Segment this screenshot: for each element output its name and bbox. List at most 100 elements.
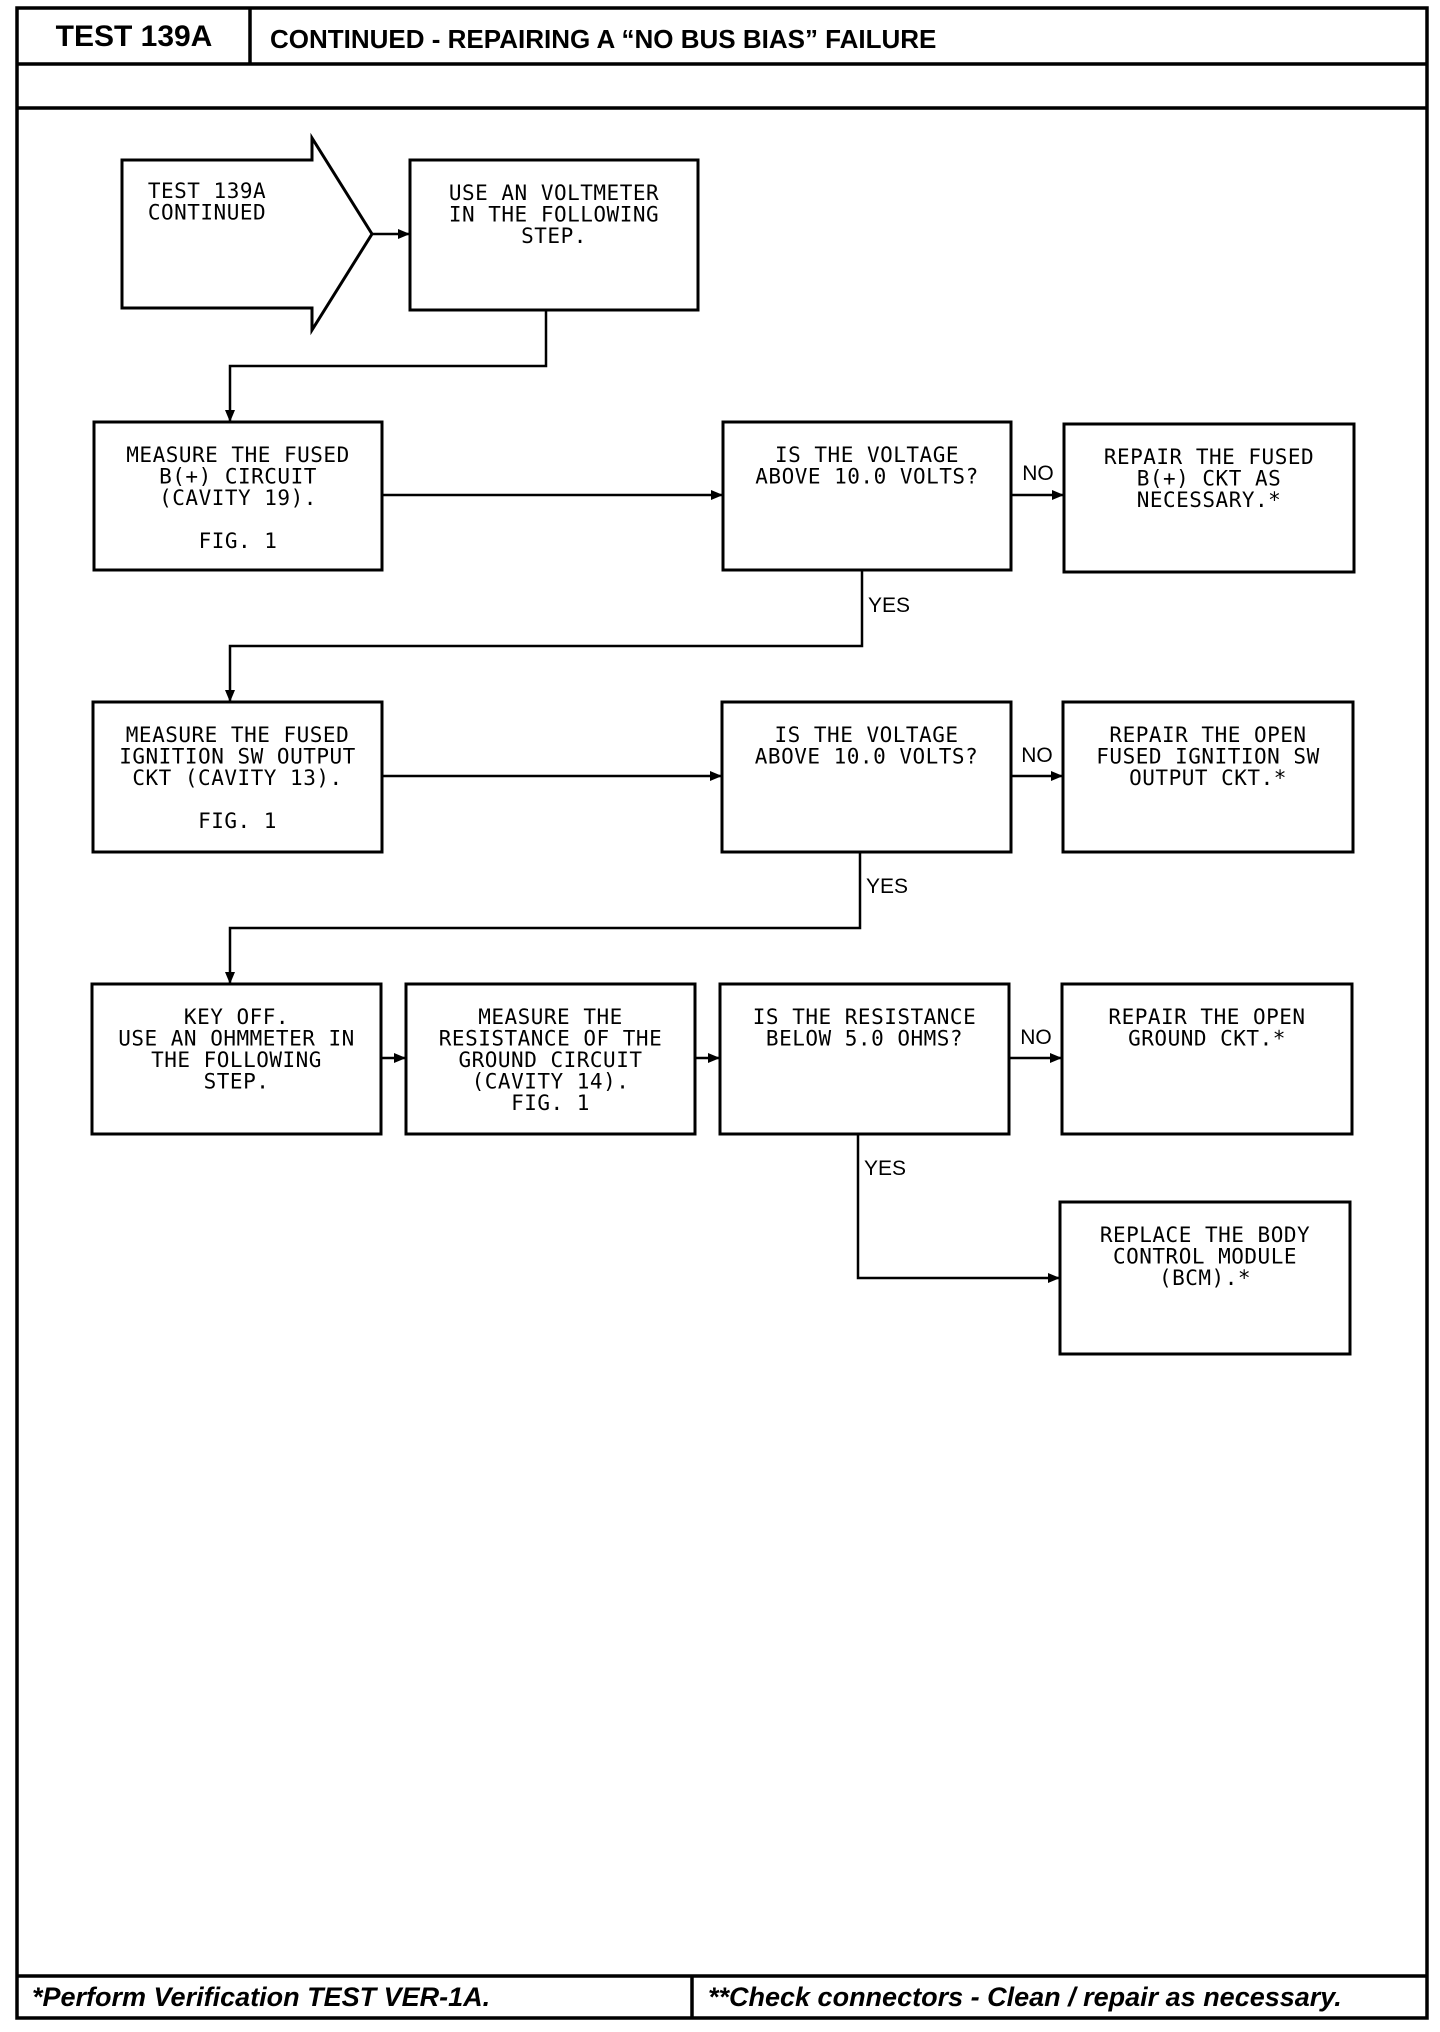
node-text-line: FIG. 1 <box>198 809 277 833</box>
node-box <box>721 420 1013 572</box>
node-box <box>404 982 697 1136</box>
node-text-line: STEP. <box>204 1070 270 1094</box>
edge-q1-to-repair_b: NO <box>1011 462 1064 500</box>
edge-start-to-voltmeter <box>372 229 410 239</box>
edge-label-yes: YES <box>866 875 908 898</box>
edge-line <box>228 310 548 422</box>
node-box <box>91 700 384 854</box>
node-text-line: (CAVITY 14). <box>472 1070 630 1094</box>
node-text-line: OUTPUT CKT.* <box>1129 766 1287 790</box>
node-text-line: TEST 139A <box>148 179 266 203</box>
edge-measure_ign-to-q2 <box>382 771 722 781</box>
edge-line <box>228 852 862 984</box>
edge-line <box>228 570 864 702</box>
node-box <box>1058 1200 1352 1356</box>
node-text-line: REPAIR THE OPEN <box>1108 1005 1305 1029</box>
node-box <box>1061 700 1355 854</box>
node-box <box>718 982 1011 1136</box>
arrowhead-icon <box>1048 1273 1060 1283</box>
node-text-line: B(+) CIRCUIT <box>159 465 317 489</box>
node-text-line: GROUND CKT.* <box>1128 1027 1286 1051</box>
node-text-line: B(+) CKT AS <box>1137 467 1282 491</box>
node-text-line: FIG. 1 <box>199 529 278 553</box>
node-text-line: ABOVE 10.0 VOLTS? <box>755 465 978 489</box>
node-text-line: ABOVE 10.0 VOLTS? <box>755 745 978 769</box>
edge-q3-to-repair_gnd: NO <box>1009 1026 1062 1063</box>
node-box <box>408 158 700 312</box>
arrowhead-icon <box>1051 771 1063 781</box>
arrowhead-icon <box>711 490 723 500</box>
node-text-line: REPAIR THE OPEN <box>1109 723 1306 747</box>
edge-voltmeter-to-measure_b <box>225 310 548 422</box>
node-text-line: REPLACE THE BODY <box>1100 1223 1310 1247</box>
test-id: TEST 139A <box>56 20 213 53</box>
node-text-line: IS THE VOLTAGE <box>775 443 959 467</box>
node-text-line: USE AN VOLTMETER <box>449 181 659 205</box>
node-box <box>92 420 384 572</box>
footer-right-note: **Check connectors - Clean / repair as n… <box>708 1982 1342 2012</box>
node-text-line: RESISTANCE OF THE <box>439 1027 662 1051</box>
edge-measure_b-to-q1 <box>382 490 723 500</box>
node-text-line: BELOW 5.0 OHMS? <box>766 1027 963 1051</box>
node-text-line: THE FOLLOWING <box>151 1048 322 1072</box>
node-text-line: FIG. 1 <box>511 1091 590 1115</box>
flow-edges: NO YES NO YES NO YES <box>225 229 1064 1283</box>
edge-key_off-to-measure_gnd <box>381 1053 406 1063</box>
edge-q3-to-replace_bcm: YES <box>856 1134 1060 1283</box>
footer-left-note: *Perform Verification TEST VER-1A. <box>32 1982 490 2012</box>
node-text-line: GROUND CIRCUIT <box>458 1048 642 1072</box>
node-text-line: MEASURE THE <box>478 1005 623 1029</box>
arrowhead-icon <box>394 1053 406 1063</box>
node-box <box>720 700 1013 854</box>
edge-measure_gnd-to-q3 <box>695 1053 720 1063</box>
node-text-line: USE AN OHMMETER IN <box>118 1027 355 1051</box>
edge-q2-to-key_off: YES <box>225 852 908 984</box>
node-text-line: FUSED IGNITION SW <box>1096 745 1319 769</box>
node-text-line: NECESSARY.* <box>1137 488 1282 512</box>
arrowhead-icon <box>225 410 235 422</box>
page-frame <box>15 6 1429 2020</box>
node-text-line: REPAIR THE FUSED <box>1104 445 1314 469</box>
node-text-line: STEP. <box>521 224 587 248</box>
arrowhead-icon <box>225 972 235 984</box>
node-box <box>1062 422 1356 574</box>
node-text-line: IS THE RESISTANCE <box>753 1005 976 1029</box>
arrowhead-icon <box>1052 490 1064 500</box>
node-text-line: (BCM).* <box>1159 1266 1251 1290</box>
node-text-line: CONTINUED <box>148 201 266 225</box>
edge-label-no: NO <box>1022 462 1054 485</box>
edge-label-no: NO <box>1020 1026 1052 1049</box>
edge-label-yes: YES <box>868 594 910 617</box>
node-text-line: MEASURE THE FUSED <box>126 723 349 747</box>
node-box <box>90 982 383 1136</box>
node-text-line: IN THE FOLLOWING <box>449 203 659 227</box>
edge-label-no: NO <box>1021 744 1053 767</box>
edge-q2-to-repair_ign: NO <box>1011 744 1063 781</box>
node-text-line: IGNITION SW OUTPUT <box>119 745 356 769</box>
edge-label-yes: YES <box>864 1157 906 1180</box>
node-text-line: CKT (CAVITY 13). <box>132 766 342 790</box>
node-text-line: CONTROL MODULE <box>1113 1245 1297 1269</box>
start-arrow-shape <box>120 132 374 336</box>
page-title: CONTINUED - REPAIRING A “NO BUS BIAS” FA… <box>270 24 936 54</box>
arrowhead-icon <box>1050 1053 1062 1063</box>
node-box <box>1060 982 1354 1136</box>
edge-line <box>856 1134 1060 1280</box>
arrowhead-icon <box>710 771 722 781</box>
node-text-line: (CAVITY 19). <box>159 486 317 510</box>
